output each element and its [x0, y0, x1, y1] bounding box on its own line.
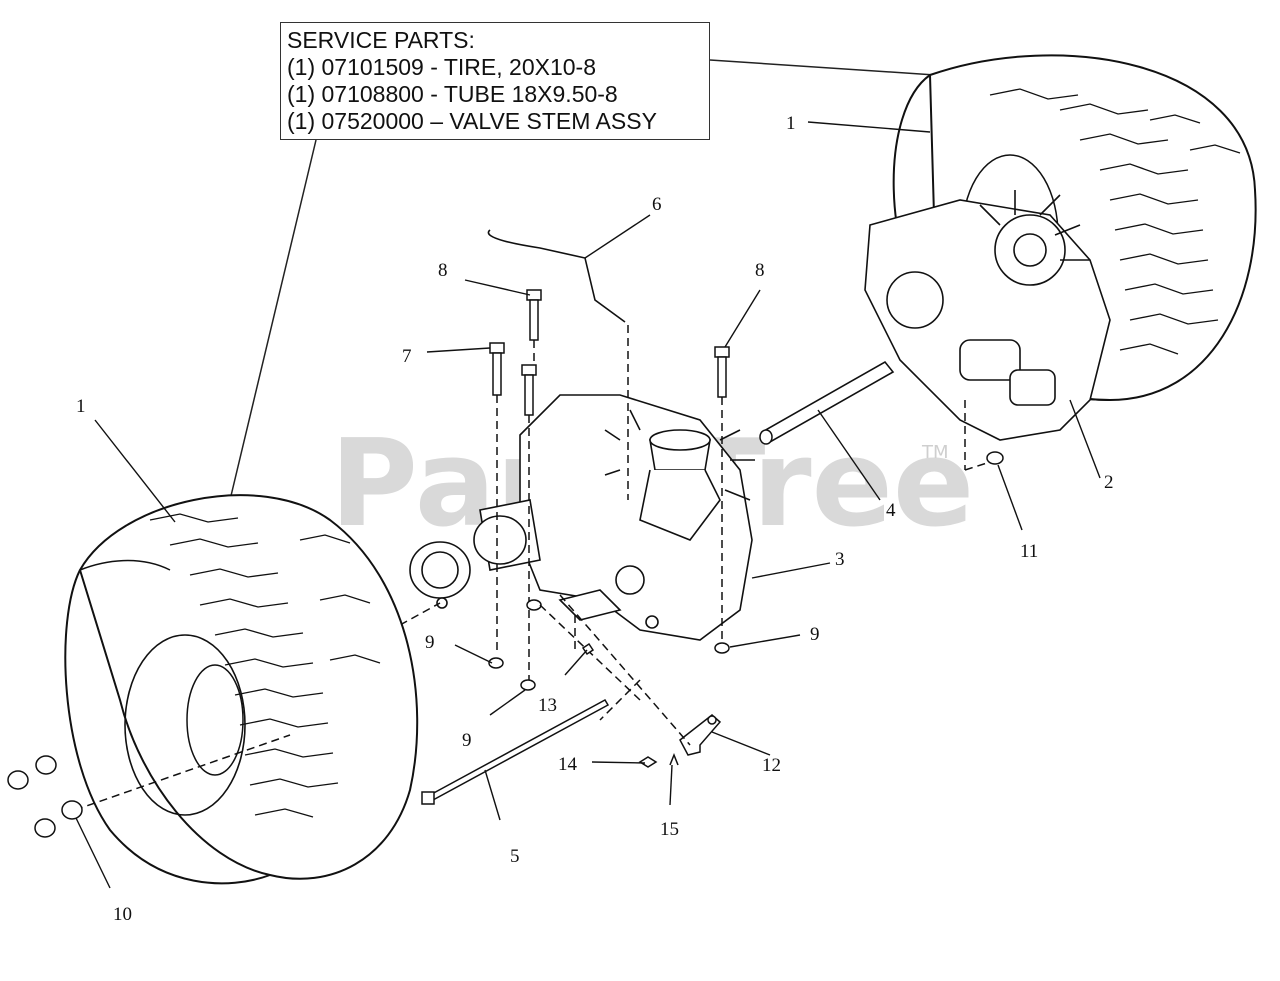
callout-13: 13 — [538, 695, 557, 716]
lug-nut-icon — [7, 755, 83, 838]
bracket-icon — [638, 714, 722, 768]
wheel-dash — [74, 734, 291, 811]
callout-9-left: 9 — [425, 632, 435, 653]
transaxle-icon — [864, 190, 1111, 441]
washer-icon — [488, 599, 730, 691]
callout-7: 7 — [402, 346, 412, 367]
callout-15: 15 — [660, 819, 679, 840]
callout-11: 11 — [1020, 541, 1038, 562]
callout-8-right: 8 — [755, 260, 765, 281]
service-parts-box: SERVICE PARTS: (1) 07101509 - TIRE, 20X1… — [280, 22, 710, 140]
callout-14: 14 — [558, 754, 578, 775]
callout-4: 4 — [886, 500, 896, 521]
callout-6: 6 — [652, 194, 662, 215]
callout-10: 10 — [113, 904, 132, 925]
tire-icon — [64, 494, 419, 885]
callout-1-left: 1 — [76, 396, 86, 417]
callout-5: 5 — [510, 846, 520, 867]
watermark-tm: TM — [921, 442, 949, 463]
callout-12: 12 — [762, 755, 781, 776]
service-leader-right — [709, 59, 936, 76]
bolt-dashes — [399, 340, 723, 680]
service-parts-line-1: (1) 07101509 - TIRE, 20X10-8 — [287, 54, 596, 80]
callout-3: 3 — [835, 549, 845, 570]
callout-8-left: 8 — [438, 260, 448, 281]
bypass-rod-icon — [487, 229, 626, 323]
transaxle-icon — [409, 394, 755, 641]
right-mount-dash-2 — [964, 461, 991, 471]
callout-1-right: 1 — [786, 113, 796, 134]
callout-9-bottom: 9 — [462, 730, 472, 751]
service-parts-heading: SERVICE PARTS: — [287, 27, 475, 53]
axle-rod-icon — [759, 360, 895, 445]
callout-9-right: 9 — [810, 624, 820, 645]
callout-2: 2 — [1104, 472, 1114, 493]
axle-rod-icon — [421, 698, 610, 805]
leader-lines — [75, 121, 1101, 889]
washer-icon — [986, 451, 1004, 465]
service-parts-line-3: (1) 07520000 – VALVE STEM ASSY — [287, 108, 657, 134]
service-leader-left — [229, 139, 317, 501]
service-parts-line-2: (1) 07108800 - TUBE 18X9.50-8 — [287, 81, 618, 107]
